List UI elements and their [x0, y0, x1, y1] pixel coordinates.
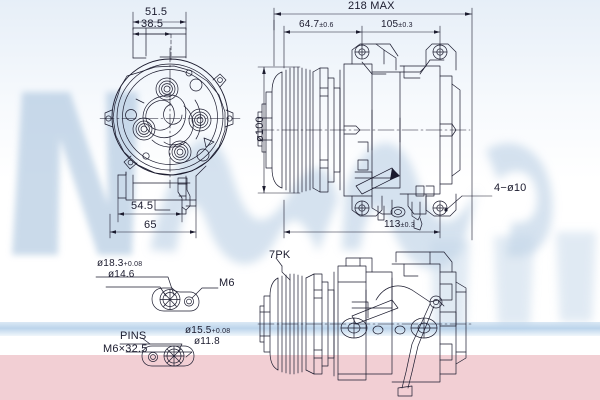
dimension-diameter-11-8: ø11.8: [194, 336, 220, 347]
dimension-105: 105±0.3: [381, 19, 413, 30]
dimension-64-7-value: 64.7: [299, 19, 320, 30]
dimension-diameter-18-3-tolerance: +0.08: [123, 261, 143, 268]
dimension-105-value: 105: [381, 19, 399, 30]
front-view-dimensions: [109, 11, 197, 239]
dimension-4-holes-diameter-10: 4−ø10: [494, 182, 527, 194]
detail-lower-flange-group: [119, 337, 195, 367]
dimension-105-tolerance: ±0.3: [398, 22, 413, 29]
dimension-113-value: 113: [384, 219, 401, 230]
dimension-diameter-18-3: ø18.3+0.08: [97, 258, 142, 269]
detail-upper-flange-group: [95, 276, 219, 312]
dimension-diameter-15-5-tolerance: +0.08: [211, 328, 231, 335]
side-view-dimensions: [257, 7, 493, 241]
dimension-diameter-18-3-value: ø18.3: [97, 258, 124, 269]
dimension-38-5: 38.5: [141, 18, 164, 30]
dimension-64-7-tolerance: ±0.6: [319, 22, 334, 29]
label-pins-thread-spec: M6×32.5: [103, 343, 148, 355]
label-belt-7pk: 7PK: [269, 249, 291, 261]
dimension-diameter-100: ø100: [254, 116, 266, 142]
dimension-diameter-15-5: ø15.5+0.08: [185, 325, 230, 336]
dimension-113: 113±0.3: [384, 219, 415, 230]
dimension-diameter-14-6: ø14.6: [108, 269, 135, 280]
dimension-218-max: 218 MAX: [348, 0, 395, 12]
dimension-113-tolerance: ±0.3: [400, 222, 415, 229]
dimension-diameter-15-5-value: ø15.5: [185, 325, 212, 336]
front-view-group: [99, 27, 241, 215]
background-band-blue-stripe: [0, 322, 600, 336]
side-view-bottom-group: [257, 251, 475, 397]
dimension-65: 65: [144, 219, 157, 231]
label-pins: PINS: [120, 330, 147, 342]
dimension-51-5: 51.5: [145, 6, 168, 18]
dimension-thread-m6: M6: [219, 277, 235, 289]
side-view-top-group: [257, 43, 471, 231]
dimension-54-5: 54.5: [131, 200, 154, 212]
background-band-pink: [0, 355, 600, 400]
dimension-64-7: 64.7±0.6: [299, 19, 334, 30]
